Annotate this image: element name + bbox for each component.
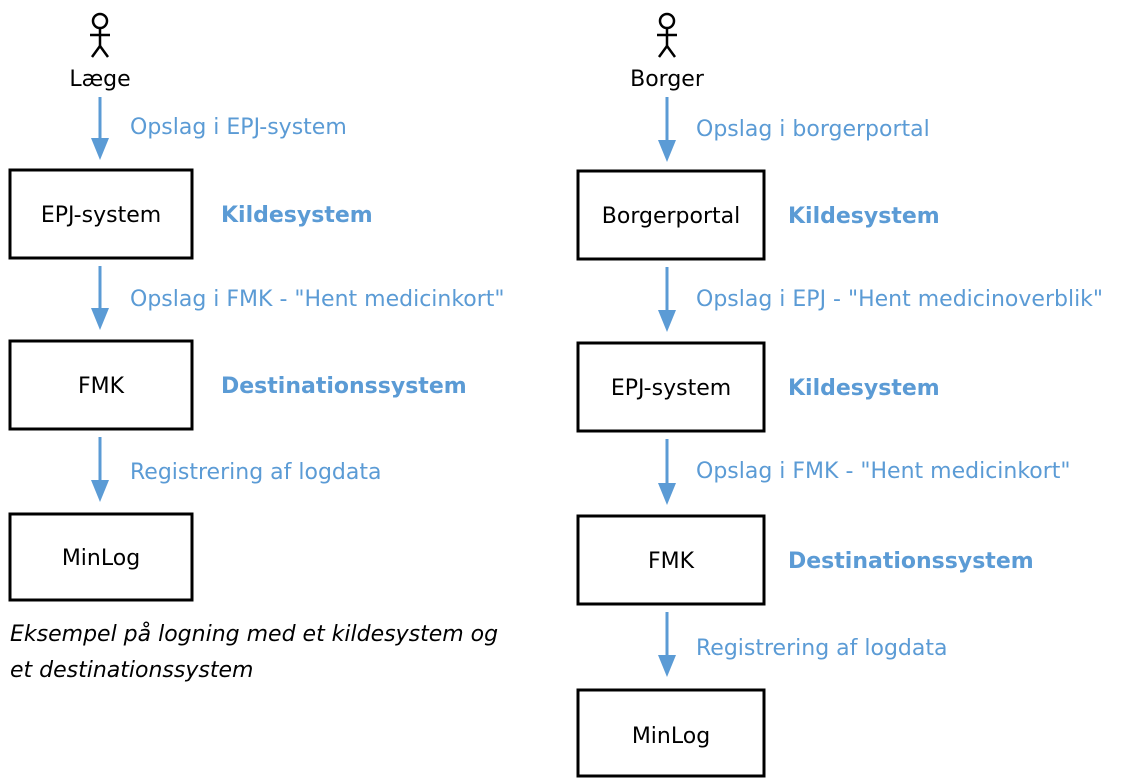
right-box-fmk-label: FMK	[648, 549, 695, 574]
right-role-label-1: Kildesystem	[788, 204, 940, 229]
right-box-borgerportal-label: Borgerportal	[602, 204, 740, 229]
left-caption-line-1: Eksempel på logning med et kildesystem o…	[10, 621, 498, 647]
right-box-borgerportal	[576, 169, 766, 261]
left-arrow-3	[91, 437, 109, 502]
left-actor-label: Læge	[69, 67, 130, 92]
right-role-label-3: Destinationssystem	[788, 549, 1034, 574]
right-edge-label-1: Opslag i borgerportal	[696, 117, 930, 142]
left-box-fmk	[8, 339, 194, 431]
left-box-minlog	[8, 512, 194, 602]
left-edge-label-1: Opslag i EPJ-system	[130, 115, 347, 140]
right-box-minlog	[576, 688, 766, 778]
right-actor-icon	[657, 12, 677, 58]
right-box-minlog-label: MinLog	[632, 724, 710, 749]
right-edge-label-2: Opslag i EPJ - "Hent medicinoverblik"	[696, 287, 1103, 312]
left-flow: Læge Opslag i EPJ-system EPJ-system Kild…	[8, 12, 505, 683]
left-edge-label-3: Registrering af logdata	[130, 460, 381, 485]
left-role-label-2: Destinationssystem	[221, 374, 467, 399]
right-box-epj-system	[576, 341, 766, 433]
left-box-minlog-label: MinLog	[62, 546, 140, 571]
left-arrow-2	[91, 266, 109, 330]
left-edge-label-2: Opslag i FMK - "Hent medicinkort"	[130, 287, 505, 312]
right-arrow-4	[658, 612, 676, 677]
right-edge-label-3: Opslag i FMK - "Hent medicinkort"	[696, 459, 1071, 484]
right-arrow-2	[658, 267, 676, 332]
left-arrow-1	[91, 97, 109, 160]
left-role-label-1: Kildesystem	[221, 203, 373, 228]
right-box-fmk	[576, 514, 766, 606]
right-flow: Borger Opslag i borgerportal Borgerporta…	[576, 12, 1103, 778]
right-box-epj-system-label: EPJ-system	[611, 376, 731, 401]
right-edge-label-4: Registrering af logdata	[696, 636, 947, 661]
left-box-epj-system-label: EPJ-system	[41, 203, 161, 228]
left-actor-icon	[90, 12, 110, 58]
left-box-epj-system	[8, 168, 194, 260]
right-arrow-3	[658, 439, 676, 505]
left-caption-line-2: et destinationssystem	[10, 658, 253, 683]
right-actor-label: Borger	[630, 67, 705, 92]
right-role-label-2: Kildesystem	[788, 376, 940, 401]
right-arrow-1	[658, 97, 676, 162]
left-box-fmk-label: FMK	[78, 374, 125, 399]
